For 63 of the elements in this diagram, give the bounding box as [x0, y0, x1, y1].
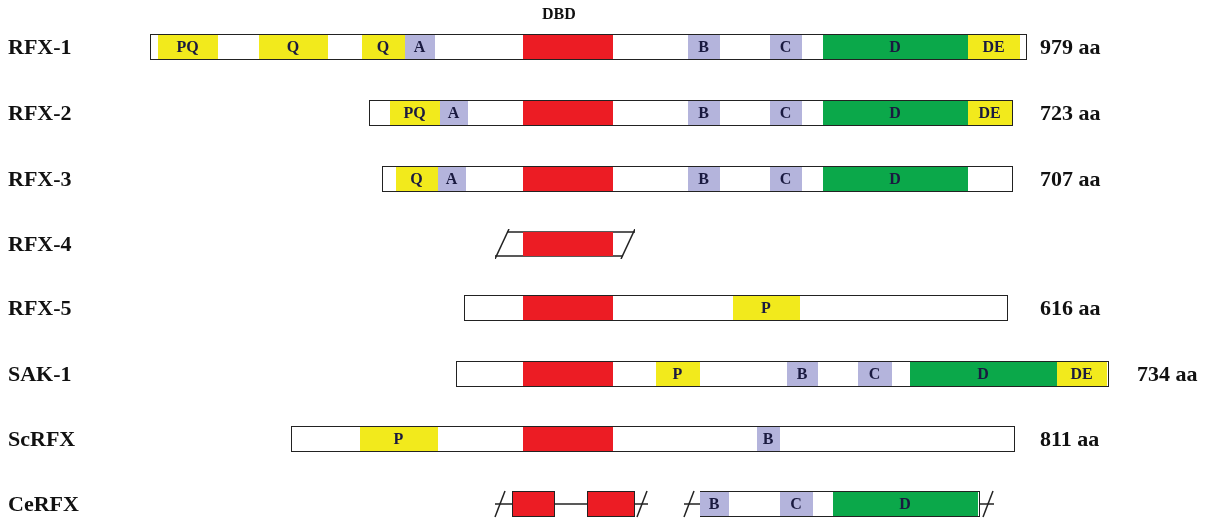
domain-segment: A: [437, 167, 466, 191]
domain-segment: B: [699, 492, 729, 516]
domain-segment: PQ: [157, 35, 218, 59]
domain-segment: P: [732, 296, 800, 320]
protein-bar: [369, 100, 1013, 126]
domain-segment: A: [404, 35, 435, 59]
domain-segment: D: [822, 167, 968, 191]
domain-segment: [522, 167, 613, 191]
protein-label: RFX-5: [8, 295, 72, 321]
protein-label: RFX-4: [8, 231, 72, 257]
domain-segment: B: [756, 427, 780, 451]
protein-bar: [150, 34, 1027, 60]
domain-segment: PQ: [389, 101, 440, 125]
protein-bar: [291, 426, 1015, 452]
domain-segment: [512, 491, 555, 517]
protein-bar: [700, 491, 980, 517]
protein-label: 734 aa: [1137, 361, 1198, 387]
protein-bar: [464, 295, 1008, 321]
domain-segment: B: [687, 167, 720, 191]
domain-segment: C: [779, 492, 813, 516]
protein-bar: [382, 166, 1013, 192]
domain-segment: B: [786, 362, 818, 386]
protein-label: 723 aa: [1040, 100, 1101, 126]
domain-segment: DE: [1056, 362, 1107, 386]
domain-segment: C: [769, 167, 802, 191]
domain-segment: P: [359, 427, 438, 451]
domain-segment: [522, 362, 613, 386]
domain-segment: [522, 101, 613, 125]
domain-segment: D: [832, 492, 978, 516]
domain-segment: DE: [967, 101, 1012, 125]
domain-segment: B: [687, 101, 720, 125]
linker-line: [554, 503, 588, 505]
domain-segment: C: [769, 35, 802, 59]
domain-segment: D: [909, 362, 1057, 386]
domain-segment: D: [822, 101, 968, 125]
domain-segment: C: [857, 362, 892, 386]
protein-label: SAK-1: [8, 361, 72, 387]
domain-segment: DE: [967, 35, 1020, 59]
domain-segment: Q: [395, 167, 438, 191]
protein-label: 979 aa: [1040, 34, 1101, 60]
protein-label: RFX-1: [8, 34, 72, 60]
domain-segment: A: [439, 101, 468, 125]
domain-label: DBD: [542, 5, 576, 23]
domain-segment: [522, 427, 613, 451]
protein-label: 811 aa: [1040, 426, 1100, 452]
protein-label: 707 aa: [1040, 166, 1101, 192]
domain-segment: D: [822, 35, 968, 59]
protein-bar: [456, 361, 1109, 387]
domain-segment: C: [769, 101, 802, 125]
domain-segment: [523, 232, 613, 256]
domain-segment: P: [655, 362, 700, 386]
protein-label: RFX-2: [8, 100, 72, 126]
domain-segment: [587, 491, 635, 517]
domain-segment: B: [687, 35, 720, 59]
domain-segment: [522, 35, 613, 59]
protein-label: CeRFX: [8, 491, 79, 517]
protein-label: RFX-3: [8, 166, 72, 192]
domain-segment: Q: [258, 35, 328, 59]
protein-label: ScRFX: [8, 426, 76, 452]
domain-segment: Q: [361, 35, 405, 59]
domain-segment: [522, 296, 613, 320]
protein-label: 616 aa: [1040, 295, 1101, 321]
partial-protein-bar: [495, 229, 635, 259]
